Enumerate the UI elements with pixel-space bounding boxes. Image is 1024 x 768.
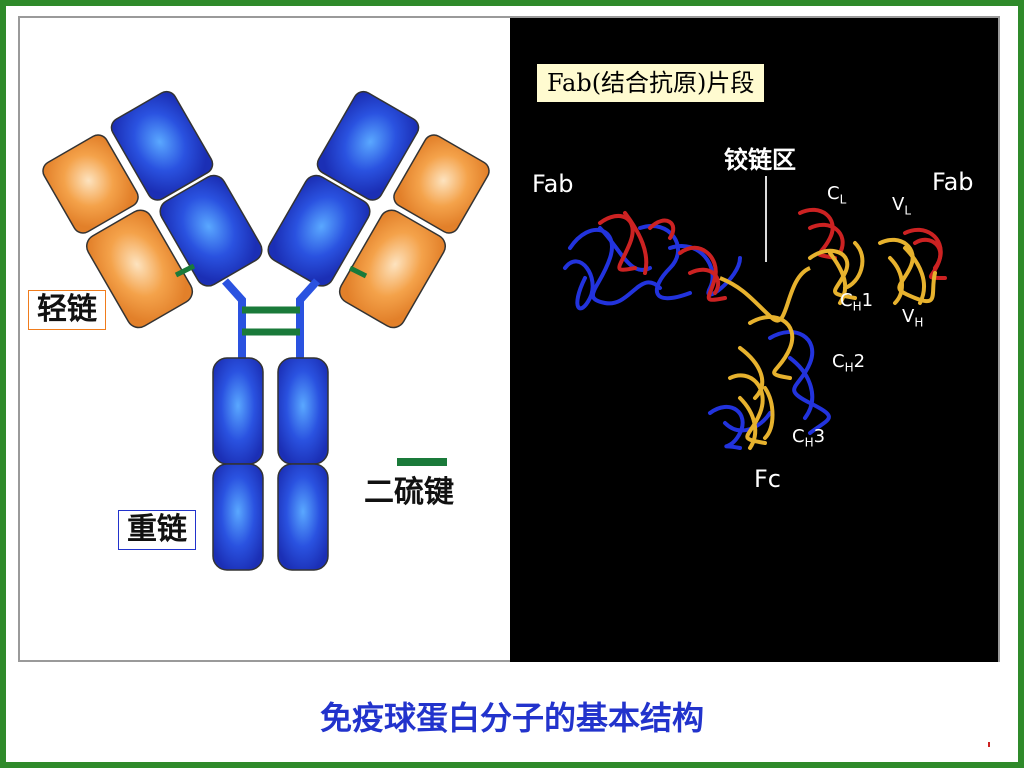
heavy-chain-variable-left	[110, 90, 214, 201]
antibody-schematic	[42, 90, 490, 571]
decorative-mark	[988, 742, 990, 747]
crystal-structure-panel	[510, 18, 998, 662]
heavy-chain-ch1-left	[159, 174, 263, 287]
disulfide-light-heavy-left	[174, 263, 196, 278]
hinge-left	[222, 278, 246, 358]
figure-caption: 免疫球蛋白分子的基本结构	[319, 699, 704, 737]
light-chain-label: 轻链	[28, 290, 106, 330]
light-chain-constant-right	[338, 209, 446, 329]
hinge-right	[296, 278, 320, 358]
fab-right-light-ribbon	[798, 207, 947, 280]
heavy-chain-variable-right	[316, 90, 420, 201]
heavy-chain-ch1-right	[267, 174, 371, 287]
light-chain-constant-left	[86, 209, 194, 329]
antibody-schematic-panel: 轻链 重链 二硫键	[20, 18, 510, 662]
fab-right-label: Fab	[932, 168, 974, 196]
fc-label: Fc	[754, 465, 781, 493]
heavy-chain-label: 重链	[118, 510, 196, 550]
heavy-chain-ch3-left	[212, 463, 264, 571]
fab-left-label: Fab	[532, 170, 574, 198]
disulfide-label: 二硫键	[364, 474, 454, 512]
fc-gold-ribbon	[728, 315, 795, 450]
ribbon-structure	[563, 176, 947, 450]
heavy-chain-ch2-right	[277, 357, 329, 465]
fab-right-heavy-ribbon	[808, 237, 937, 305]
ch3-label: CH3	[792, 426, 826, 450]
cl-label: CL	[827, 183, 847, 207]
disulfide-light-heavy-right	[348, 265, 368, 279]
heavy-chain-ch3-right	[277, 463, 329, 571]
light-chain-variable-right	[393, 134, 490, 234]
vh-label: VH	[902, 306, 924, 330]
fab-left-light-ribbon	[598, 211, 727, 302]
vl-label: VL	[892, 194, 912, 218]
fab-fragment-label: Fab(结合抗原)片段	[537, 64, 765, 102]
hinge-label: 铰链区	[724, 146, 796, 174]
light-chain-variable-left	[42, 134, 139, 234]
ch1-label: CH1	[840, 290, 874, 314]
ch2-label: CH2	[832, 351, 866, 375]
heavy-chain-ch2-left	[212, 357, 264, 465]
disulfide-legend-swatch	[397, 458, 447, 466]
